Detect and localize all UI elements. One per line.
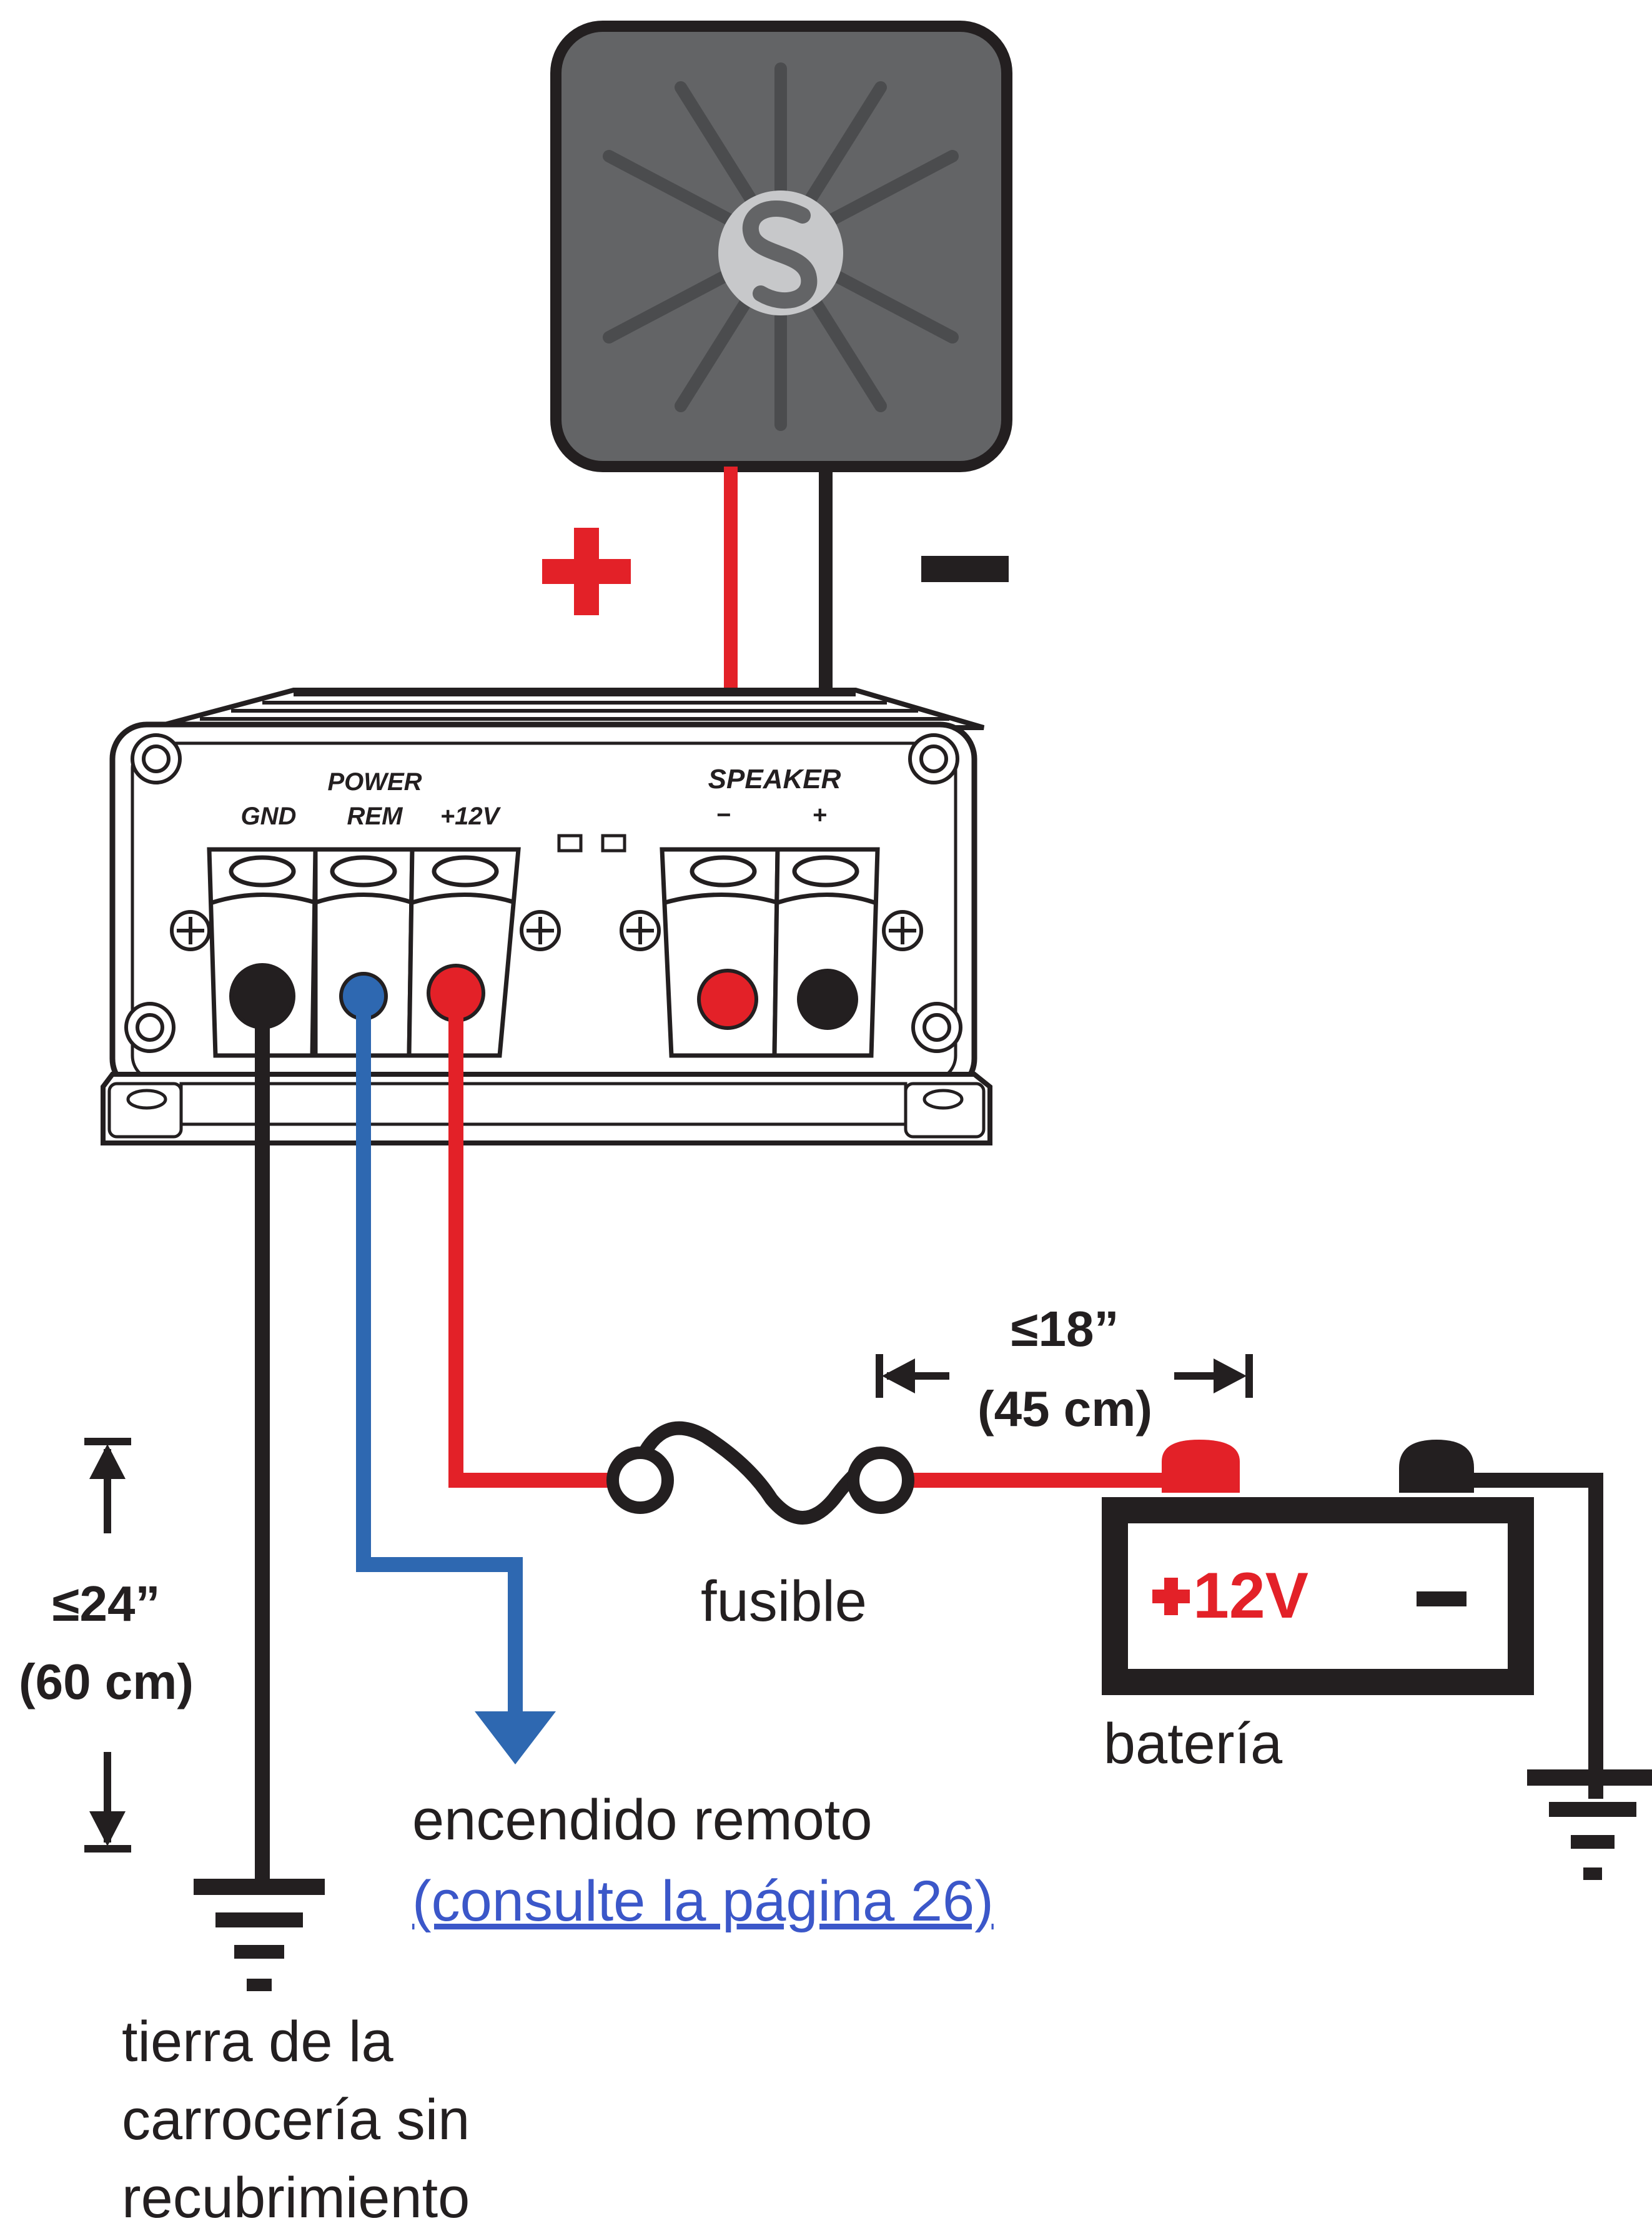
chassis-ground-icon [194,1879,325,1991]
remote-arrow-icon [475,1711,556,1764]
battery-icon [1102,1440,1603,1799]
amplifier [101,688,992,1145]
amp-label-rem: REM [347,803,404,830]
fuse-distance-top: ≤18” [1011,1301,1119,1357]
amp-label-gnd: GND [241,803,297,830]
ground-label-line1: tierra de la [122,2010,393,2074]
ground-label-line2: carrocería sin [122,2088,470,2152]
fuse-distance-bottom: (45 cm) [977,1381,1152,1437]
battery-ground-icon [1527,1769,1652,1880]
battery-label: batería [1104,1712,1283,1776]
speaker-plus-terminal [697,969,758,1030]
amp-label-speaker: SPEAKER [708,764,841,794]
fuse-icon [606,1421,914,1525]
power-wire [448,993,625,1488]
battery-plus-label: 12V [1193,1560,1308,1632]
ground-distance-dimension [84,1438,131,1853]
fuse-distance-dimension [876,1354,1253,1398]
ground-label-line3: recubrimiento [122,2166,470,2226]
ground-distance-bottom: (60 cm) [19,1654,194,1709]
speaker-minus-sign [921,556,1009,582]
remote-wire [356,996,523,1730]
speaker [550,21,1012,472]
amp-label-12v: +12V [440,803,502,830]
speaker-minus-terminal [797,969,858,1030]
speaker-plus-sign [542,528,631,615]
ground-distance-top: ≤24” [52,1576,161,1631]
remote-label: encendido remoto [412,1788,873,1852]
fuse-label: fusible [701,1570,867,1633]
amp-label-power: POWER [327,768,422,796]
amp-label-speaker-plus: + [812,801,826,829]
amp-label-speaker-minus: − [716,801,730,829]
remote-page-link[interactable]: (consulte la página 26) [412,1869,994,1933]
